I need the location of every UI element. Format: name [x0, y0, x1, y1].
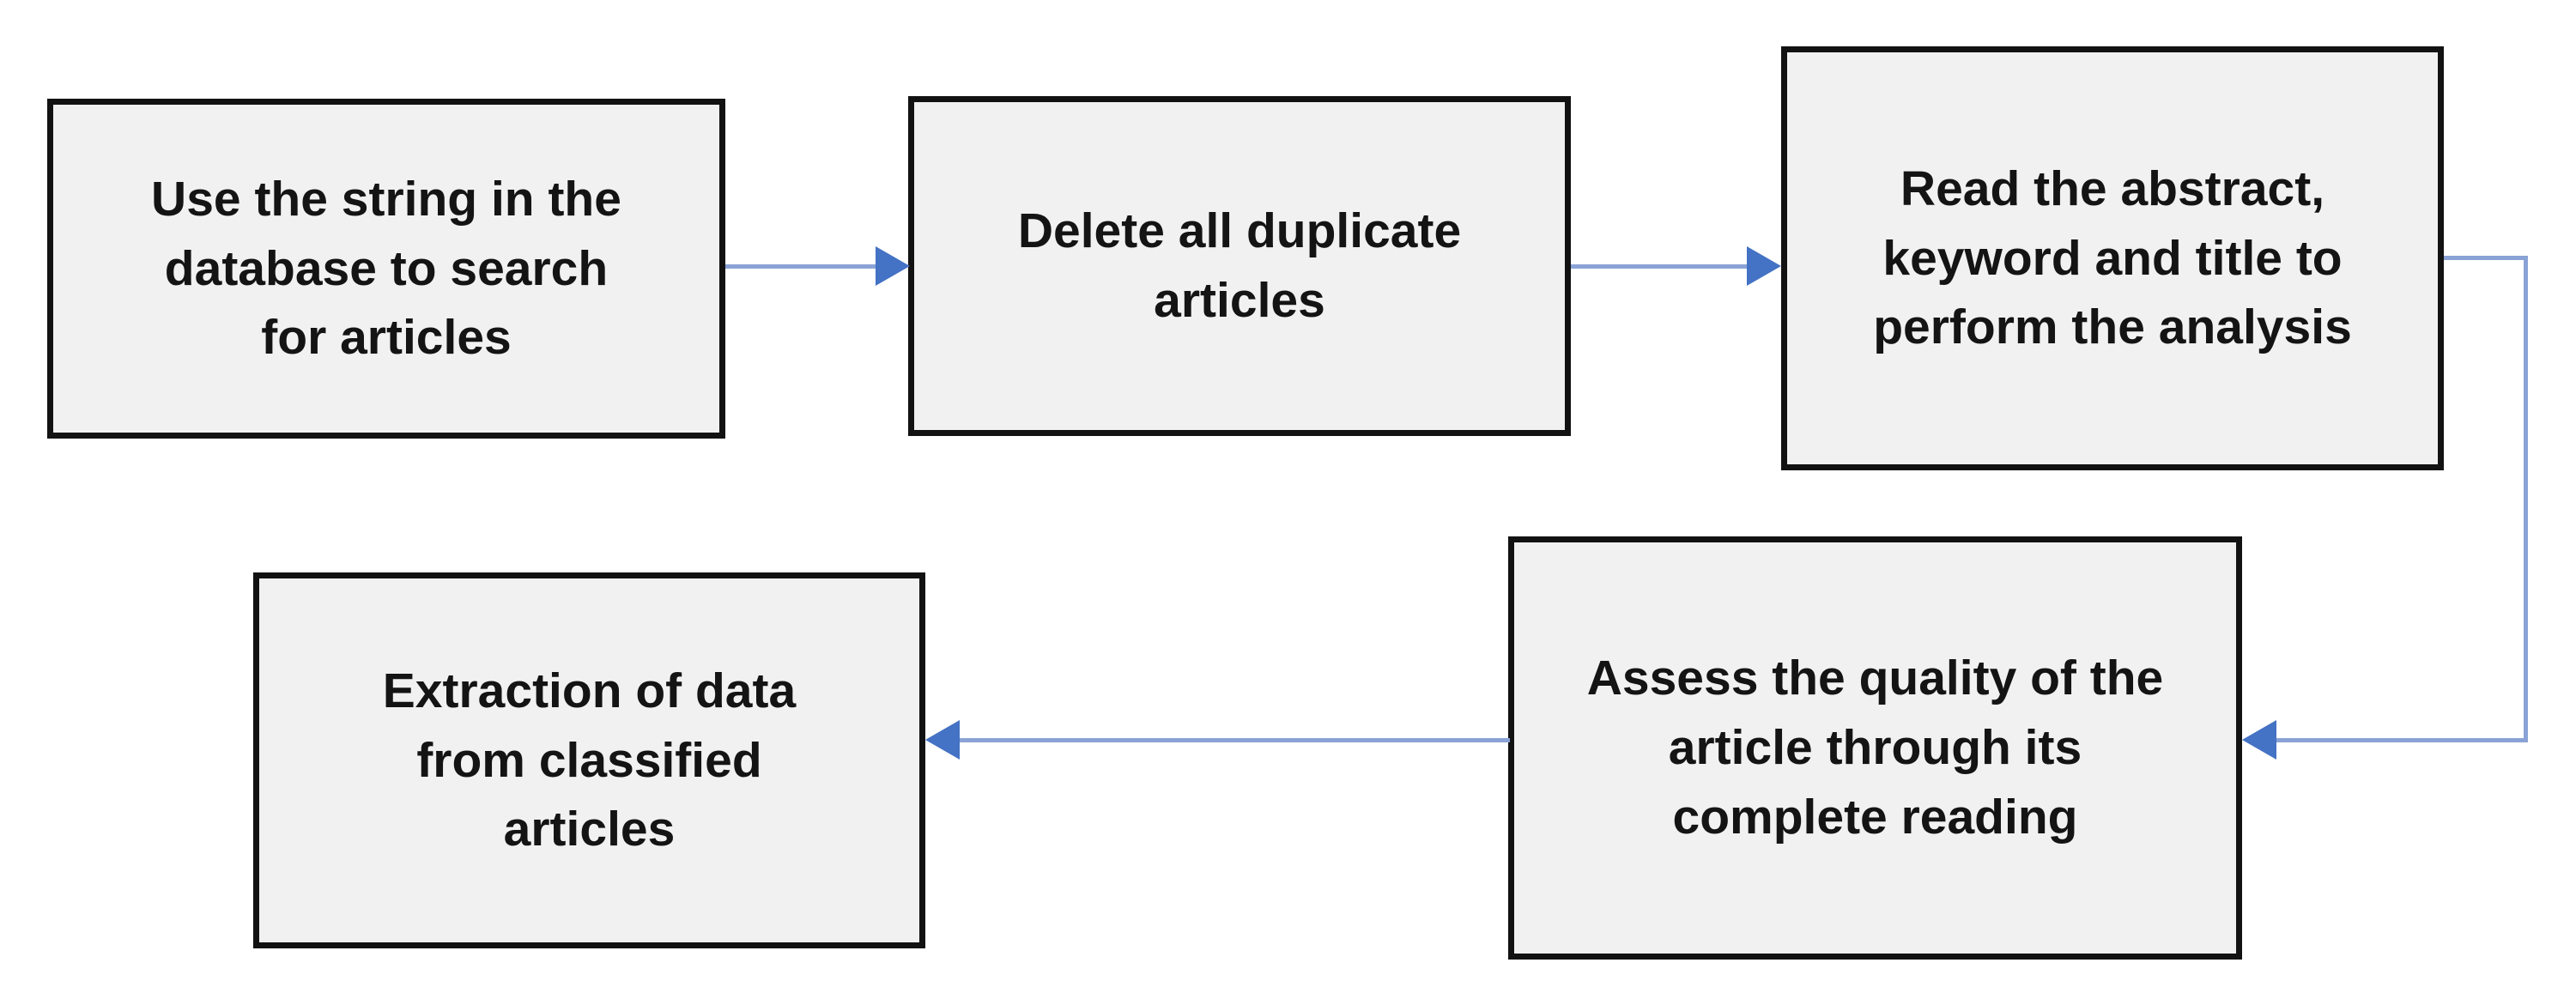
arrow-step4-to-step5-line	[958, 738, 1510, 742]
arrow-step3-to-step4-arrowhead-icon	[2242, 720, 2276, 760]
arrow-step2-to-step3-arrowhead-icon	[1747, 246, 1781, 286]
arrow-step4-to-step5-arrowhead-icon	[925, 720, 960, 760]
flowchart-node-assess-quality: Assess the quality of the article throug…	[1508, 536, 2242, 960]
arrow-step3-to-step4-line-out	[2444, 256, 2528, 260]
arrow-step1-to-step2-line	[725, 264, 877, 269]
flowchart-node-delete-duplicates: Delete all duplicate articles	[908, 96, 1571, 436]
flowchart-node-read-abstract: Read the abstract, keyword and title to …	[1781, 46, 2444, 470]
arrow-step1-to-step2-arrowhead-icon	[876, 246, 910, 286]
arrow-step3-to-step4-line-down	[2524, 256, 2528, 742]
arrow-step3-to-step4-line-in	[2275, 738, 2528, 742]
arrow-step2-to-step3-line	[1571, 264, 1749, 269]
flowchart-node-search-articles: Use the string in the database to search…	[47, 99, 725, 439]
flowchart-node-extract-data: Extraction of data from classified artic…	[253, 572, 925, 948]
